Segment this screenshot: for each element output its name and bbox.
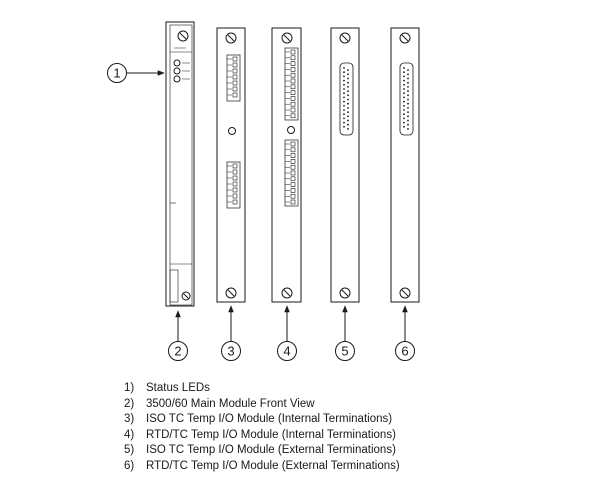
terminal-block-icon	[285, 49, 296, 119]
legend-text: RTD/TC Temp I/O Module (Internal Termina…	[146, 428, 396, 441]
legend-text: 3500/60 Main Module Front View	[146, 397, 315, 410]
legend-list: 1) Status LEDs 2) 3500/60 Main Module Fron…	[124, 381, 594, 475]
legend-number: 2)	[124, 397, 135, 410]
screw-icon	[339, 32, 351, 44]
legend-number: 4)	[124, 428, 135, 441]
callout-label: 4	[283, 344, 290, 359]
legend-item: 1) Status LEDs	[124, 381, 594, 397]
screw-icon	[399, 287, 411, 299]
legend-number: 5)	[124, 444, 135, 457]
legend-text: ISO TC Temp I/O Module (External Termina…	[146, 444, 396, 457]
rtd-tc-external-module	[390, 27, 420, 303]
legend-item: 5) ISO TC Temp I/O Module (External Termi…	[124, 443, 594, 459]
screw-icon	[281, 287, 293, 299]
legend-item: 2) 3500/60 Main Module Front View	[124, 397, 594, 413]
legend-number: 3)	[124, 413, 135, 426]
connector-icon	[228, 127, 236, 135]
iso-tc-external-module	[330, 27, 360, 303]
screw-icon	[399, 32, 411, 44]
terminal-block-icon	[227, 163, 238, 205]
legend-item: 3) ISO TC Temp I/O Module (Internal Termi…	[124, 412, 594, 428]
screw-icon	[281, 32, 293, 44]
connector-icon	[287, 126, 295, 134]
screw-icon	[177, 30, 189, 42]
callout-1: 1	[107, 63, 127, 83]
leader-lines	[127, 70, 408, 341]
legend-item: 4) RTD/TC Temp I/O Module (Internal Termi…	[124, 428, 594, 444]
legend-item: 6) RTD/TC Temp I/O Module (External Termi…	[124, 459, 594, 475]
callout-label: 2	[174, 344, 181, 359]
callout-3: 3	[221, 341, 241, 361]
iso-tc-internal-module	[216, 27, 246, 303]
d-sub-connector-icon	[343, 67, 349, 130]
main-module	[165, 21, 195, 307]
callout-label: 5	[341, 344, 348, 359]
screw-icon	[225, 32, 237, 44]
legend-number: 6)	[124, 459, 135, 472]
d-sub-connector-icon	[403, 67, 409, 130]
screw-icon	[225, 287, 237, 299]
legend-text: Status LEDs	[146, 382, 210, 394]
callout-6: 6	[395, 341, 415, 361]
terminal-block-icon	[285, 141, 296, 205]
legend-number: 1)	[124, 382, 135, 394]
callout-label: 3	[227, 344, 234, 359]
callout-5: 5	[335, 341, 355, 361]
screw-icon	[181, 291, 191, 301]
status-led-icon	[173, 59, 181, 83]
callout-2: 2	[168, 341, 188, 361]
legend-text: ISO TC Temp I/O Module (Internal Termina…	[146, 413, 393, 426]
callout-4: 4	[277, 341, 297, 361]
callout-label: 1	[113, 66, 120, 81]
rtd-tc-internal-module	[271, 27, 302, 303]
legend-text: RTD/TC Temp I/O Module (External Termina…	[146, 459, 400, 472]
callout-label: 6	[401, 344, 408, 359]
screw-icon	[339, 287, 351, 299]
terminal-block-icon	[227, 56, 238, 98]
